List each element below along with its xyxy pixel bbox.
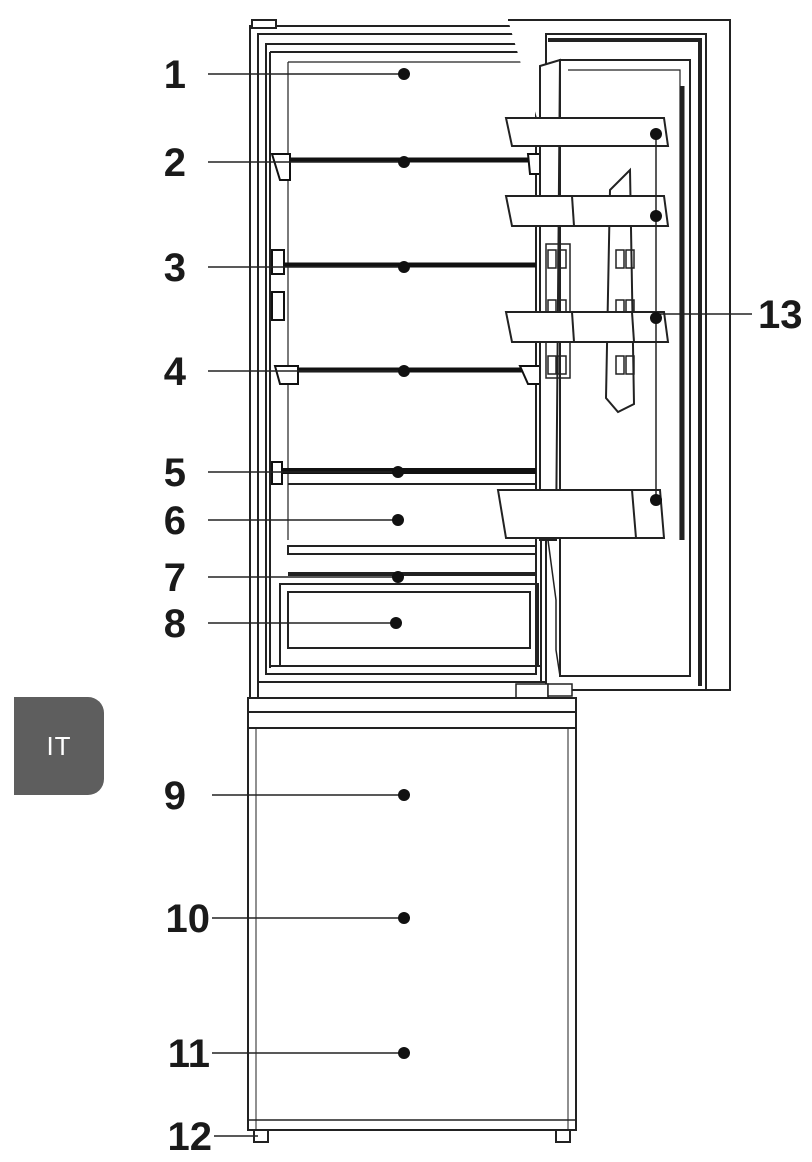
- callout-7: 7: [164, 556, 186, 600]
- callout-6: 6: [164, 499, 186, 543]
- freezer-cabinet: [247, 697, 577, 1143]
- fridge-door: [496, 19, 731, 701]
- callout-4: 4: [164, 350, 187, 394]
- callout-1: 1: [164, 53, 186, 97]
- foot-right: [555, 1129, 571, 1143]
- shelf-5: [271, 461, 536, 485]
- callout-9: 9: [164, 774, 186, 818]
- callout-2: 2: [164, 141, 186, 185]
- callout-8: 8: [164, 602, 186, 646]
- callout-13: 13: [758, 293, 803, 337]
- language-tab: IT: [14, 697, 104, 795]
- callout-5: 5: [164, 451, 186, 495]
- callout-dots: [390, 68, 662, 1059]
- callout-11: 11: [168, 1032, 210, 1076]
- callout-labels: 1 2 3 4 5 6 7 8 9 10 11 12 13: [164, 53, 803, 1159]
- callout-12: 12: [168, 1115, 213, 1159]
- callout-10: 10: [166, 897, 211, 941]
- callout-3: 3: [164, 246, 186, 290]
- fridge-cabinet: [249, 19, 549, 699]
- crisper-drawers: [270, 483, 540, 667]
